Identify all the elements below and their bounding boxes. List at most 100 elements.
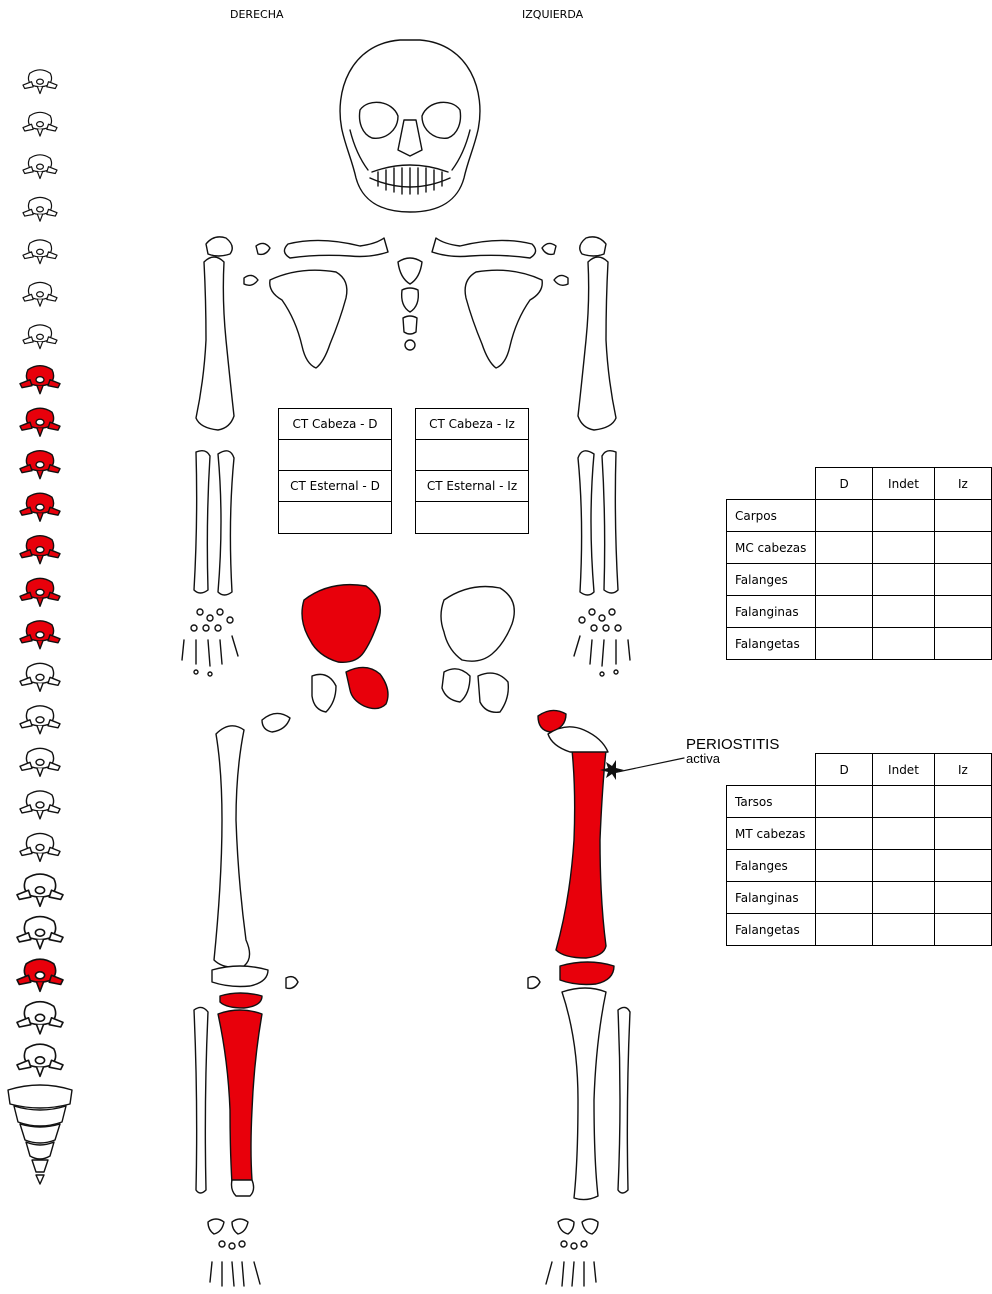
table-cell[interactable]: [873, 914, 934, 946]
vertebra: [23, 155, 57, 179]
table-cell[interactable]: [816, 628, 873, 660]
column-header: Indet: [873, 754, 934, 786]
table-cell[interactable]: [934, 532, 991, 564]
right-hand: [182, 609, 238, 676]
right-ilium: [302, 585, 380, 663]
row-label: Falanges: [727, 564, 816, 596]
table-cell[interactable]: [873, 500, 934, 532]
row-label: Carpos: [727, 500, 816, 532]
row-label: Falanginas: [727, 882, 816, 914]
table-cell[interactable]: [934, 850, 991, 882]
column-header: D: [816, 754, 873, 786]
table-cell[interactable]: [934, 596, 991, 628]
table-cell[interactable]: [873, 596, 934, 628]
column-header: Iz: [934, 468, 991, 500]
table-cell[interactable]: [816, 786, 873, 818]
table-cell[interactable]: [934, 786, 991, 818]
left-fibula: [618, 1007, 630, 1193]
row-label: Falangetas: [727, 628, 816, 660]
table-cell[interactable]: [873, 564, 934, 596]
vertebra: [23, 282, 57, 306]
sternum: [398, 258, 422, 350]
vertebra: [23, 70, 57, 94]
table-row: MT cabezas: [727, 818, 992, 850]
ct-esternal-iz-label: CT Esternal - Iz: [416, 471, 528, 502]
periostitis-annotation: PERIOSTITIS activa: [686, 736, 779, 766]
skull: [340, 40, 480, 212]
left-acromion: [580, 237, 606, 256]
left-side-label: IZQUIERDA: [522, 8, 583, 21]
table-cell[interactable]: [816, 596, 873, 628]
table-cell[interactable]: [934, 564, 991, 596]
table-row: MC cabezas: [727, 532, 992, 564]
table-cell[interactable]: [816, 850, 873, 882]
table-cell[interactable]: [873, 882, 934, 914]
ct-cabeza-d-label: CT Cabeza - D: [279, 409, 391, 440]
left-radius: [602, 451, 618, 593]
table-cell[interactable]: [873, 786, 934, 818]
right-obturator: [312, 674, 336, 712]
right-femur: [214, 726, 250, 967]
table-cell[interactable]: [934, 882, 991, 914]
left-tibia: [562, 988, 606, 1200]
right-patella: [286, 977, 298, 989]
left-patella: [528, 977, 540, 989]
ct-cabeza-d-entry[interactable]: [279, 440, 391, 471]
table-cell[interactable]: [934, 818, 991, 850]
left-obturator: [478, 673, 508, 712]
row-label: Falanginas: [727, 596, 816, 628]
vertebra: [20, 791, 60, 819]
right-ulna: [218, 451, 234, 595]
vertebra: [20, 748, 60, 776]
row-label: Falanges: [727, 850, 816, 882]
sacrum: [8, 1085, 72, 1184]
vertebra: [23, 197, 57, 221]
right-femur-condyles: [212, 966, 268, 987]
vertebra: [23, 325, 57, 349]
vertebra: [20, 706, 60, 734]
ct-box-left: CT Cabeza - Iz CT Esternal - Iz: [415, 408, 529, 534]
ct-cabeza-iz-entry[interactable]: [416, 440, 528, 471]
table-cell[interactable]: [816, 564, 873, 596]
table-cell[interactable]: [934, 628, 991, 660]
right-side-label: DERECHA: [230, 8, 284, 21]
table-cell[interactable]: [816, 532, 873, 564]
vertebra: [20, 536, 60, 564]
left-femur: [556, 747, 606, 958]
ct-esternal-d-entry[interactable]: [279, 502, 391, 533]
table-header-row: D Indet Iz: [727, 468, 992, 500]
table-row: Falangetas: [727, 914, 992, 946]
table-cell[interactable]: [873, 628, 934, 660]
table-cell[interactable]: [873, 850, 934, 882]
table-cell[interactable]: [816, 882, 873, 914]
vertebra: [20, 408, 60, 436]
right-fibula: [194, 1007, 208, 1193]
table-cell[interactable]: [873, 532, 934, 564]
table-cell[interactable]: [934, 500, 991, 532]
left-hand: [574, 609, 630, 676]
left-femur-neck: [548, 727, 608, 752]
left-ilium: [441, 587, 514, 662]
table-cell[interactable]: [816, 818, 873, 850]
table-cell[interactable]: [816, 914, 873, 946]
left-clavicle: [432, 238, 536, 258]
right-foot: [208, 1219, 260, 1286]
right-tibia-plateau: [220, 993, 262, 1008]
left-humerus: [578, 257, 616, 430]
vertebra: [17, 917, 63, 949]
right-acromion: [206, 237, 232, 256]
vertebra: [17, 959, 63, 991]
table-cell[interactable]: [816, 500, 873, 532]
right-tibia: [218, 1010, 262, 1185]
vertebra: [20, 493, 60, 521]
right-femur-head: [262, 713, 290, 732]
table-cell[interactable]: [873, 818, 934, 850]
table-cell[interactable]: [934, 914, 991, 946]
vertebral-column: [17, 70, 63, 1077]
right-clavicle: [284, 238, 388, 258]
hand-bones-table: D Indet Iz Carpos MC cabezas Falanges Fa…: [726, 467, 992, 660]
vertebra: [20, 578, 60, 606]
ct-esternal-iz-entry[interactable]: [416, 502, 528, 533]
left-foot: [546, 1219, 598, 1286]
vertebra: [17, 1002, 63, 1034]
